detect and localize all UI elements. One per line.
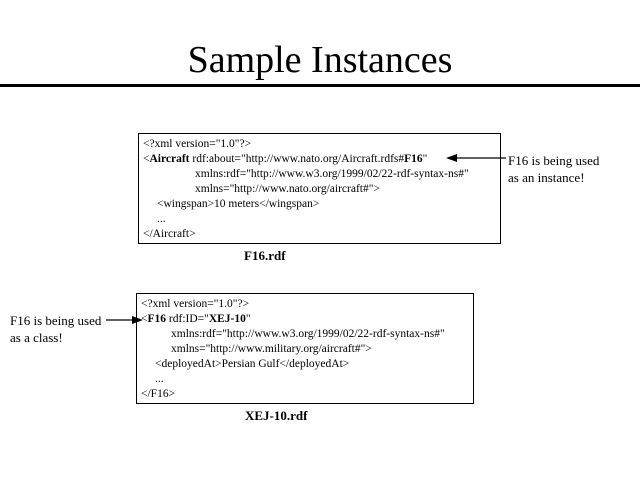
code-text: xmlns="http://www.nato.org/aircraft#">	[195, 183, 380, 195]
note-line: F16 is being used	[10, 313, 102, 328]
code-line: ...	[143, 212, 496, 227]
code-text: "	[422, 153, 428, 165]
code-line: </F16>	[141, 387, 469, 402]
note-instance: F16 is being used as an instance!	[508, 152, 599, 186]
code-box-xej10: <?xml version="1.0"?> <F16 rdf:ID="XEJ-1…	[136, 293, 474, 404]
code-line: xmlns="http://www.military.org/aircraft#…	[141, 342, 469, 357]
code-bold-text: F16	[147, 313, 167, 325]
arrow-to-f16-class	[106, 316, 143, 324]
code-text: xmlns="http://www.military.org/aircraft#…	[171, 343, 372, 355]
code-text: <?xml version="1.0"?>	[143, 138, 252, 150]
code-line: xmlns:rdf="http://www.w3.org/1999/02/22-…	[143, 167, 496, 182]
code-line: <?xml version="1.0"?>	[143, 137, 496, 152]
code-line: xmlns="http://www.nato.org/aircraft#">	[143, 182, 496, 197]
code-line: <Aircraft rdf:about="http://www.nato.org…	[143, 152, 496, 167]
code-bold-text: XEJ-10	[208, 313, 246, 325]
slide-title: Sample Instances	[187, 39, 453, 81]
title-rule	[0, 84, 640, 87]
code-text: "	[245, 313, 251, 325]
note-class: F16 is being used as a class!	[10, 312, 101, 346]
caption-xej10: XEJ-10.rdf	[245, 408, 308, 423]
code-line: <?xml version="1.0"?>	[141, 297, 469, 312]
code-bold-text: Aircraft	[149, 153, 190, 165]
note-line: F16 is being used	[508, 153, 600, 168]
code-text: <?xml version="1.0"?>	[141, 298, 250, 310]
code-text: ...	[155, 373, 164, 385]
code-line: <F16 rdf:ID="XEJ-10"	[141, 312, 469, 327]
code-text: xmlns:rdf="http://www.w3.org/1999/02/22-…	[195, 168, 469, 180]
code-text: <	[143, 153, 150, 165]
code-text: rdf:ID="	[166, 313, 209, 325]
code-line: <wingspan>10 meters</wingspan>	[143, 197, 496, 212]
arrow-to-f16-instance	[446, 154, 506, 162]
code-text: </Aircraft>	[143, 228, 196, 240]
code-text: </F16>	[141, 388, 176, 400]
code-line: <deployedAt>Persian Gulf</deployedAt>	[141, 357, 469, 372]
caption-f16: F16.rdf	[244, 248, 286, 263]
code-text: <deployedAt>Persian Gulf</deployedAt>	[155, 358, 350, 370]
code-text: <wingspan>10 meters</wingspan>	[157, 198, 320, 210]
code-text: xmlns:rdf="http://www.w3.org/1999/02/22-…	[171, 328, 445, 340]
code-box-f16: <?xml version="1.0"?> <Aircraft rdf:abou…	[138, 133, 501, 244]
code-line: xmlns:rdf="http://www.w3.org/1999/02/22-…	[141, 327, 469, 342]
note-line: as a class!	[10, 330, 63, 345]
code-line: ...	[141, 372, 469, 387]
code-line: </Aircraft>	[143, 227, 496, 242]
code-text: ...	[157, 213, 166, 225]
code-bold-text: F16	[404, 153, 423, 165]
note-line: as an instance!	[508, 170, 585, 185]
code-text: <	[141, 313, 148, 325]
code-text: rdf:about="http://www.nato.org/Aircraft.…	[189, 153, 405, 165]
